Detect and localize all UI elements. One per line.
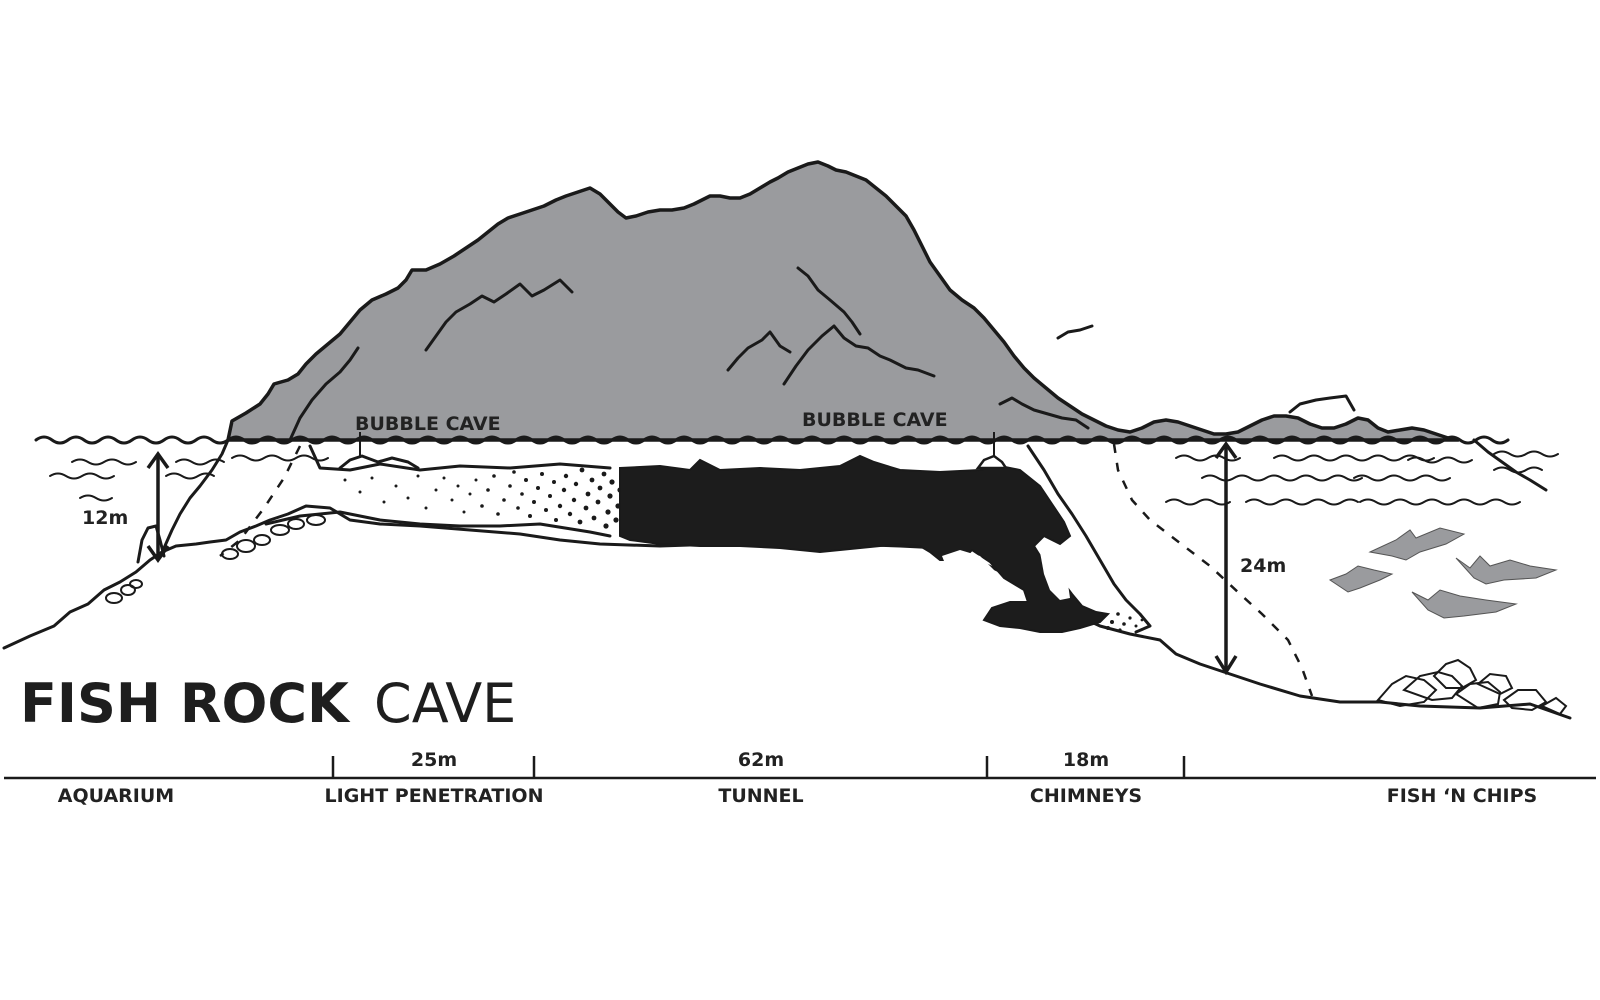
diagram-title: FISH ROCK CAVE (20, 672, 516, 735)
light-dashed-line-left (219, 445, 302, 557)
depth-label-left: 12m (82, 507, 128, 529)
zone-label-aquarium: AQUARIUM (58, 785, 174, 807)
left-cliff-line (162, 438, 230, 550)
segment-length-chimneys: 18m (1063, 749, 1109, 771)
depth-arrow-left (146, 450, 170, 564)
island-crack-lines (288, 266, 1356, 442)
depth-arrow-right (1214, 440, 1238, 676)
zone-label-chimneys: CHIMNEYS (1030, 785, 1142, 807)
title-light-part: CAVE (374, 672, 516, 735)
right-cliff-line (1472, 438, 1548, 492)
chimney-shaft-outline (1026, 444, 1152, 634)
island-main (226, 160, 1460, 442)
left-arch (136, 524, 166, 564)
bubble-cave-label-left: BUBBLE CAVE (355, 413, 501, 435)
bubble-cave-right-dome (975, 454, 1009, 470)
scale-bar: 25m 62m 18m AQUARIUM LIGHT PENETRATION T… (4, 749, 1596, 807)
segment-length-light: 25m (411, 749, 457, 771)
depth-label-right: 24m (1240, 555, 1286, 577)
fish-icon (1368, 527, 1466, 561)
zone-label-tunnel: TUNNEL (718, 785, 803, 807)
chimney-gap-1 (942, 550, 1004, 592)
fish-icon (1455, 555, 1558, 585)
fish-icon (1411, 589, 1518, 619)
left-boulders (105, 514, 326, 604)
segment-length-tunnel: 62m (738, 749, 784, 771)
bubble-cave-left-dome (338, 454, 420, 470)
title-bold-part: FISH ROCK (20, 672, 351, 735)
zone-label-fish-n-chips: FISH ‘N CHIPS (1387, 785, 1538, 807)
zone-label-light-penetration: LIGHT PENETRATION (325, 785, 544, 807)
cave-light-section-outline (264, 444, 612, 538)
bubble-cave-label-right: BUBBLE CAVE (802, 409, 948, 431)
fish-icon (1328, 565, 1394, 593)
fish-school-icon (1328, 527, 1558, 619)
tunnel-dark (619, 454, 1111, 633)
water-surface-line (34, 435, 1510, 445)
chimney-exit-stipple (1102, 612, 1144, 632)
chimney-gap-2 (1040, 550, 1070, 600)
boulder-pile (1376, 658, 1568, 716)
